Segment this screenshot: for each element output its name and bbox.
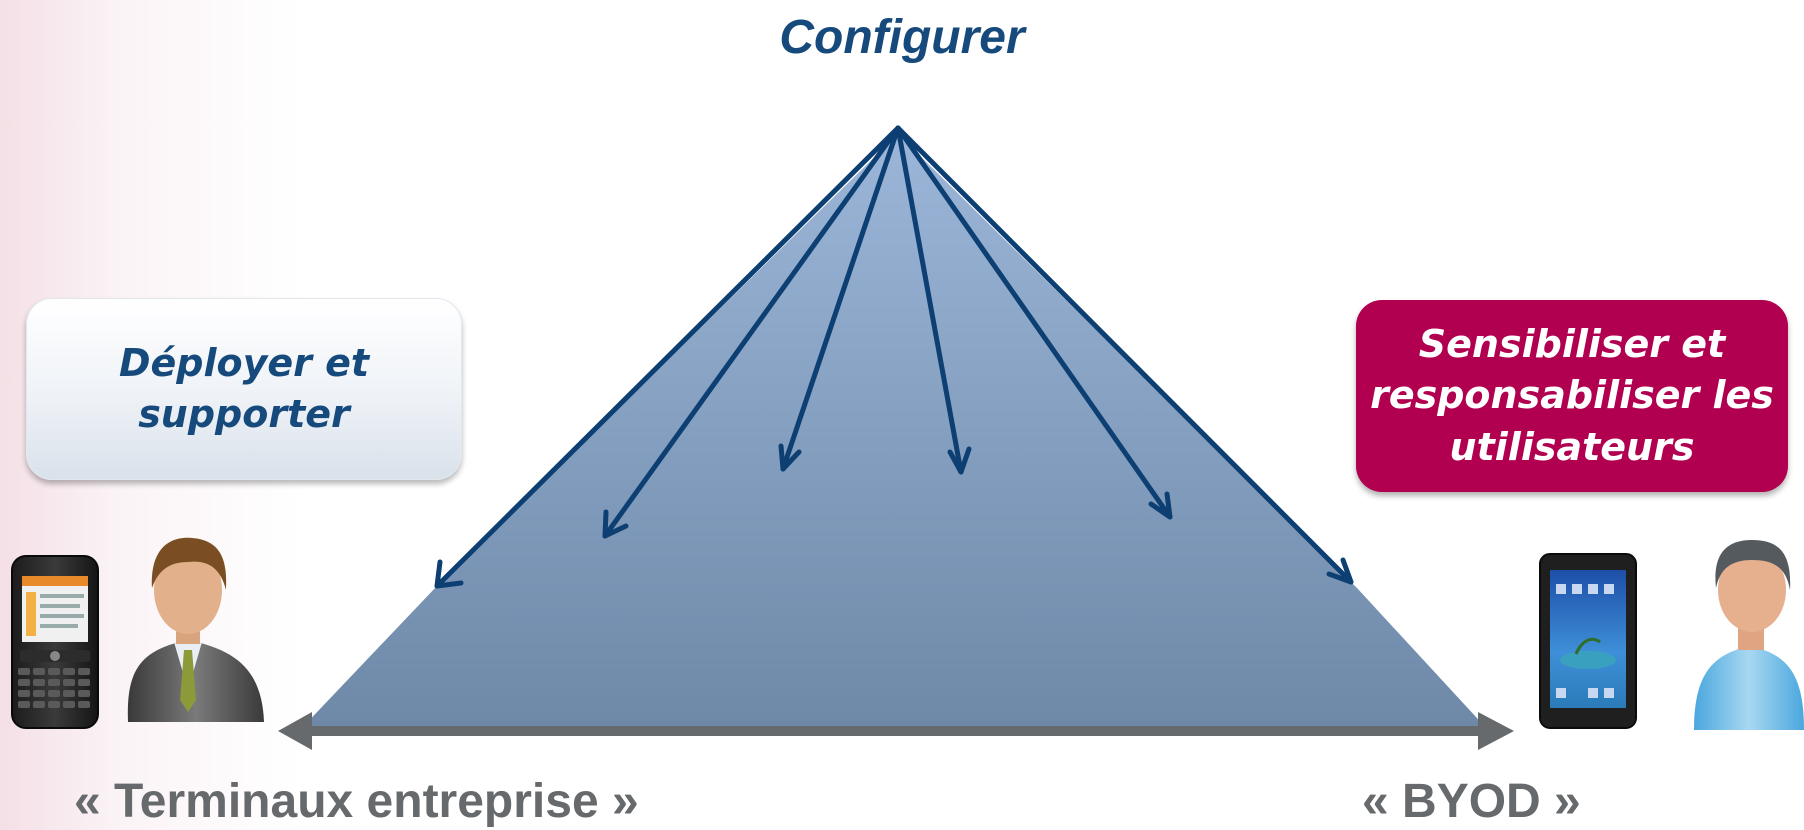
diagram-title: Configurer [779,11,1025,64]
axis-arrow [278,712,1514,750]
smartphone-icon [11,555,99,729]
arrow-5 [895,125,1173,520]
pyramid-shape [300,134,1488,730]
businessman-icon [127,537,264,722]
arrow-6 [895,125,1354,585]
arrow-3 [778,125,901,472]
byod-label: « BYOD » [1362,775,1581,828]
tablet-icon [1539,553,1637,729]
corporate-devices-label: « Terminaux entreprise » [74,775,639,828]
arrow-2 [602,125,901,539]
arrow-1 [434,125,901,589]
arrow-4 [895,125,972,475]
deploy-support-label: Déployer et supporter [118,340,370,436]
user-icon [1694,540,1804,730]
awareness-label: Sensibiliser et responsabiliser les util… [1370,322,1774,469]
arrows-group [434,125,1354,589]
awareness-box: Sensibiliser et responsabiliser les util… [1356,300,1788,492]
deploy-support-box: Déployer et supporter [26,298,462,480]
